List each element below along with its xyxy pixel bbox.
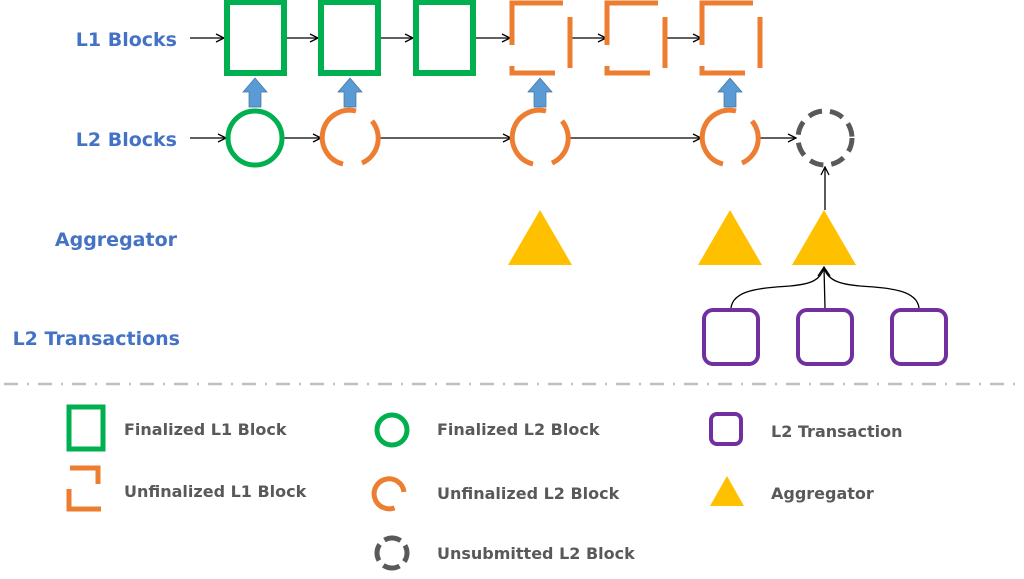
row-label-aggregator: Aggregator bbox=[55, 229, 178, 251]
legend-item-l2-transaction: L2 Transaction bbox=[709, 412, 902, 446]
l2-block-unfinalized bbox=[699, 107, 761, 167]
row-label-l1-blocks: L1 Blocks bbox=[76, 29, 177, 51]
legend-item-unfinalized-l2-block: Unfinalized L2 Block bbox=[371, 476, 620, 512]
transaction-link-head bbox=[817, 265, 831, 277]
legend-item-finalized-l1-block: Finalized L1 Block bbox=[66, 404, 287, 452]
transaction-link bbox=[730, 267, 825, 309]
l2-transaction-box bbox=[890, 308, 948, 366]
legend-label: Finalized L2 Block bbox=[437, 420, 600, 439]
aggregator-triangle bbox=[792, 210, 856, 265]
aggregator-triangle bbox=[508, 210, 572, 265]
legend-label: L2 Transaction bbox=[771, 422, 902, 441]
l2-transaction-box bbox=[702, 308, 760, 366]
l2-block-unfinalized bbox=[319, 107, 381, 167]
transaction-link bbox=[823, 267, 826, 309]
unsubmitted-l2-block-icon bbox=[374, 535, 410, 571]
aggregator-icon bbox=[710, 476, 744, 506]
legend-item-finalized-l2-block: Finalized L2 Block bbox=[374, 412, 600, 448]
finalized-l1-block-icon bbox=[66, 404, 106, 452]
legend-label: Unfinalized L1 Block bbox=[124, 482, 307, 501]
l2-transaction-icon bbox=[709, 412, 743, 446]
legend-label: Unfinalized L2 Block bbox=[437, 484, 620, 503]
l2-transaction-box bbox=[796, 308, 854, 366]
submit-arrow bbox=[717, 77, 743, 108]
l2-block-unsubmitted bbox=[795, 108, 855, 168]
aggregator-triangle bbox=[698, 210, 762, 265]
submit-arrow bbox=[337, 77, 363, 108]
legend-item-unsubmitted-l2-block: Unsubmitted L2 Block bbox=[374, 535, 635, 571]
transaction-links bbox=[730, 265, 920, 309]
finalized-l2-block-icon bbox=[374, 412, 410, 448]
legend-item-unfinalized-l1-block: Unfinalized L1 Block bbox=[66, 465, 307, 512]
l1-block-unfinalized bbox=[699, 0, 763, 76]
transaction-link bbox=[823, 267, 920, 309]
l2-block-finalized bbox=[225, 108, 285, 168]
unfinalized-l2-block-icon bbox=[371, 476, 407, 512]
legend-label: Aggregator bbox=[771, 484, 874, 503]
submit-arrow bbox=[527, 77, 553, 108]
legend: Finalized L1 Block Unfinalized L1 Block … bbox=[66, 404, 902, 571]
l1-block-unfinalized bbox=[604, 0, 668, 76]
row-label-l2-transactions: L2 Transactions bbox=[13, 328, 180, 350]
l1-block-finalized bbox=[318, 0, 381, 76]
l1-block-finalized bbox=[224, 0, 287, 76]
l1-block-unfinalized bbox=[509, 0, 573, 76]
unfinalized-l1-block-icon bbox=[66, 465, 101, 512]
legend-label: Unsubmitted L2 Block bbox=[437, 544, 635, 563]
row-label-l2-blocks: L2 Blocks bbox=[76, 129, 177, 151]
l2-block-unfinalized bbox=[509, 107, 571, 167]
l1-block-finalized bbox=[413, 0, 476, 76]
legend-item-aggregator: Aggregator bbox=[710, 476, 874, 506]
submit-arrow bbox=[242, 77, 268, 108]
legend-label: Finalized L1 Block bbox=[124, 420, 287, 439]
